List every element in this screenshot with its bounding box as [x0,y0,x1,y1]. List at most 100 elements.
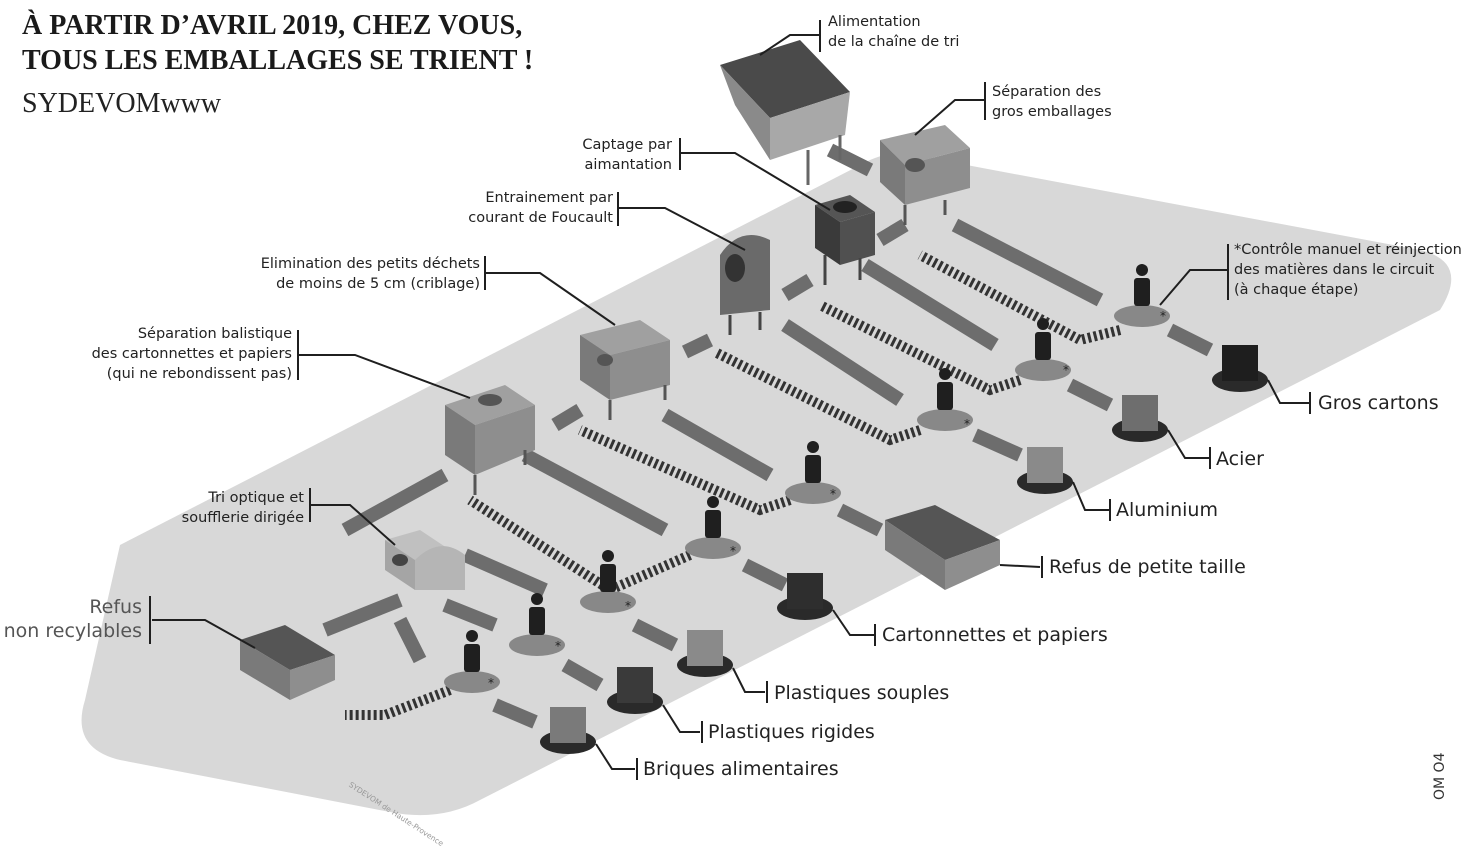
label-line: des cartonnettes et papiers [91,346,292,362]
flow-arrow [322,593,403,637]
operator-station [444,630,500,693]
label-gros-emballages: Séparation des gros emballages [992,82,1112,122]
flow-arrow [681,333,714,359]
flow-arrow [341,468,449,537]
label-line: Séparation des [992,84,1102,100]
title-line: À PARTIR D’AVRIL 2019, CHEZ VOUS, [22,10,523,41]
flow-arrow [781,319,904,406]
refuse-bins [240,505,1000,700]
check-star: * [488,676,494,690]
label-line: de la chaîne de tri [828,34,960,50]
label-foucault: Entrainement par courant de Foucault [445,188,613,228]
title-line: TOUS LES EMBALLAGES SE TRIENT ! [22,45,534,76]
bales [540,345,1268,754]
operator-station [685,496,741,559]
check-star: * [964,417,970,431]
flow-arrow [781,273,814,302]
flow-arrow [876,218,909,247]
flow-arrow [951,218,1104,307]
page-title: À PARTIR D’AVRIL 2019, CHEZ VOUS, TOUS L… [22,8,533,78]
label-line: Entrainement par [485,190,613,206]
operators [444,264,1170,693]
flow-arrow [393,616,427,664]
bale-cartonnettes [777,573,833,620]
reinjection-path [345,685,452,720]
label-line: Captage par [582,137,672,153]
label-line: des matières dans le circuit [1234,262,1435,278]
label-line: Refus [89,596,142,618]
conveyor-floor [81,152,1452,816]
check-star: * [830,487,836,501]
flow-arrow [521,448,669,537]
brand-name: SYDEVOMwww [22,88,222,119]
output-gros-cartons: Gros cartons [1318,392,1439,414]
check-star: * [555,639,561,653]
flow-arrow [741,558,789,592]
flow-arrow [1166,323,1214,357]
check-star: * [730,544,736,558]
operator-station [917,368,973,431]
large-separator [880,125,970,225]
operator-station [580,550,636,613]
check-star: * [1160,309,1166,323]
screening-machine [580,320,670,420]
optical-sorter [385,530,465,590]
output-briques: Briques alimentaires [643,758,839,780]
flow-arrow [462,548,548,597]
operator-station [1015,318,1071,381]
bale-acier [1112,395,1168,442]
label-line: *Contrôle manuel et réinjection [1234,242,1462,258]
flow-arrow [861,259,999,351]
small-refuse-bin [885,505,1000,590]
check-star: * [625,599,631,613]
check-star: * [1063,363,1069,377]
bale-aluminium [1017,447,1073,494]
flow-arrow [492,698,538,729]
label-line: Tri optique et [208,490,304,506]
flow-arrow [1066,378,1114,412]
output-acier: Acier [1216,448,1264,470]
bale-briques [540,707,596,754]
output-refus-petite-taille: Refus de petite taille [1049,556,1246,578]
label-line: Elimination des petits déchets [260,256,480,272]
eddy-current-machine [720,235,770,335]
bale-gros-cartons [1212,345,1268,392]
machines [385,40,970,590]
operator-station [1114,264,1170,327]
flow-arrows [322,143,1214,729]
output-plastiques-souples: Plastiques souples [774,682,950,704]
output-plastiques-rigides: Plastiques rigides [708,721,875,743]
label-line: Séparation balistique [137,326,292,342]
label-line: non recylables [3,620,142,642]
flow-arrow [442,598,498,632]
label-refus: Refus non recylables [0,595,142,643]
bale-plastiques-souples [677,630,733,677]
flow-arrow [836,503,884,537]
ballistic-separator [445,385,535,495]
reinjection-path [917,250,1122,346]
label-aimantation: Captage par aimantation [560,135,672,175]
flow-arrow [631,618,679,652]
callout-leaders [149,20,1311,780]
magnet-machine [815,195,875,285]
reinjection-paths [345,250,1122,720]
check-stars: * * * * * * * * [488,309,1166,690]
label-line: gros emballages [992,104,1112,120]
label-criblage: Elimination des petits déchets de moins … [230,254,480,294]
flow-arrow [972,428,1023,462]
reinjection-path [712,347,922,446]
flow-arrow [561,658,604,692]
label-balistique: Séparation balistique des cartonnettes e… [70,324,292,384]
side-code: OM O4 [1432,752,1448,800]
label-line: (qui ne rebondissent pas) [106,366,292,382]
label-optique: Tri optique et soufflerie dirigée [170,488,304,528]
non-recyclable-bin [240,625,335,700]
operator-station [785,441,841,504]
bale-plastiques-rigides [607,667,663,714]
reinjection-path [467,495,693,596]
label-line: aimantation [584,157,672,173]
label-line: courant de Foucault [468,210,613,226]
output-cartonnettes: Cartonnettes et papiers [882,624,1108,646]
